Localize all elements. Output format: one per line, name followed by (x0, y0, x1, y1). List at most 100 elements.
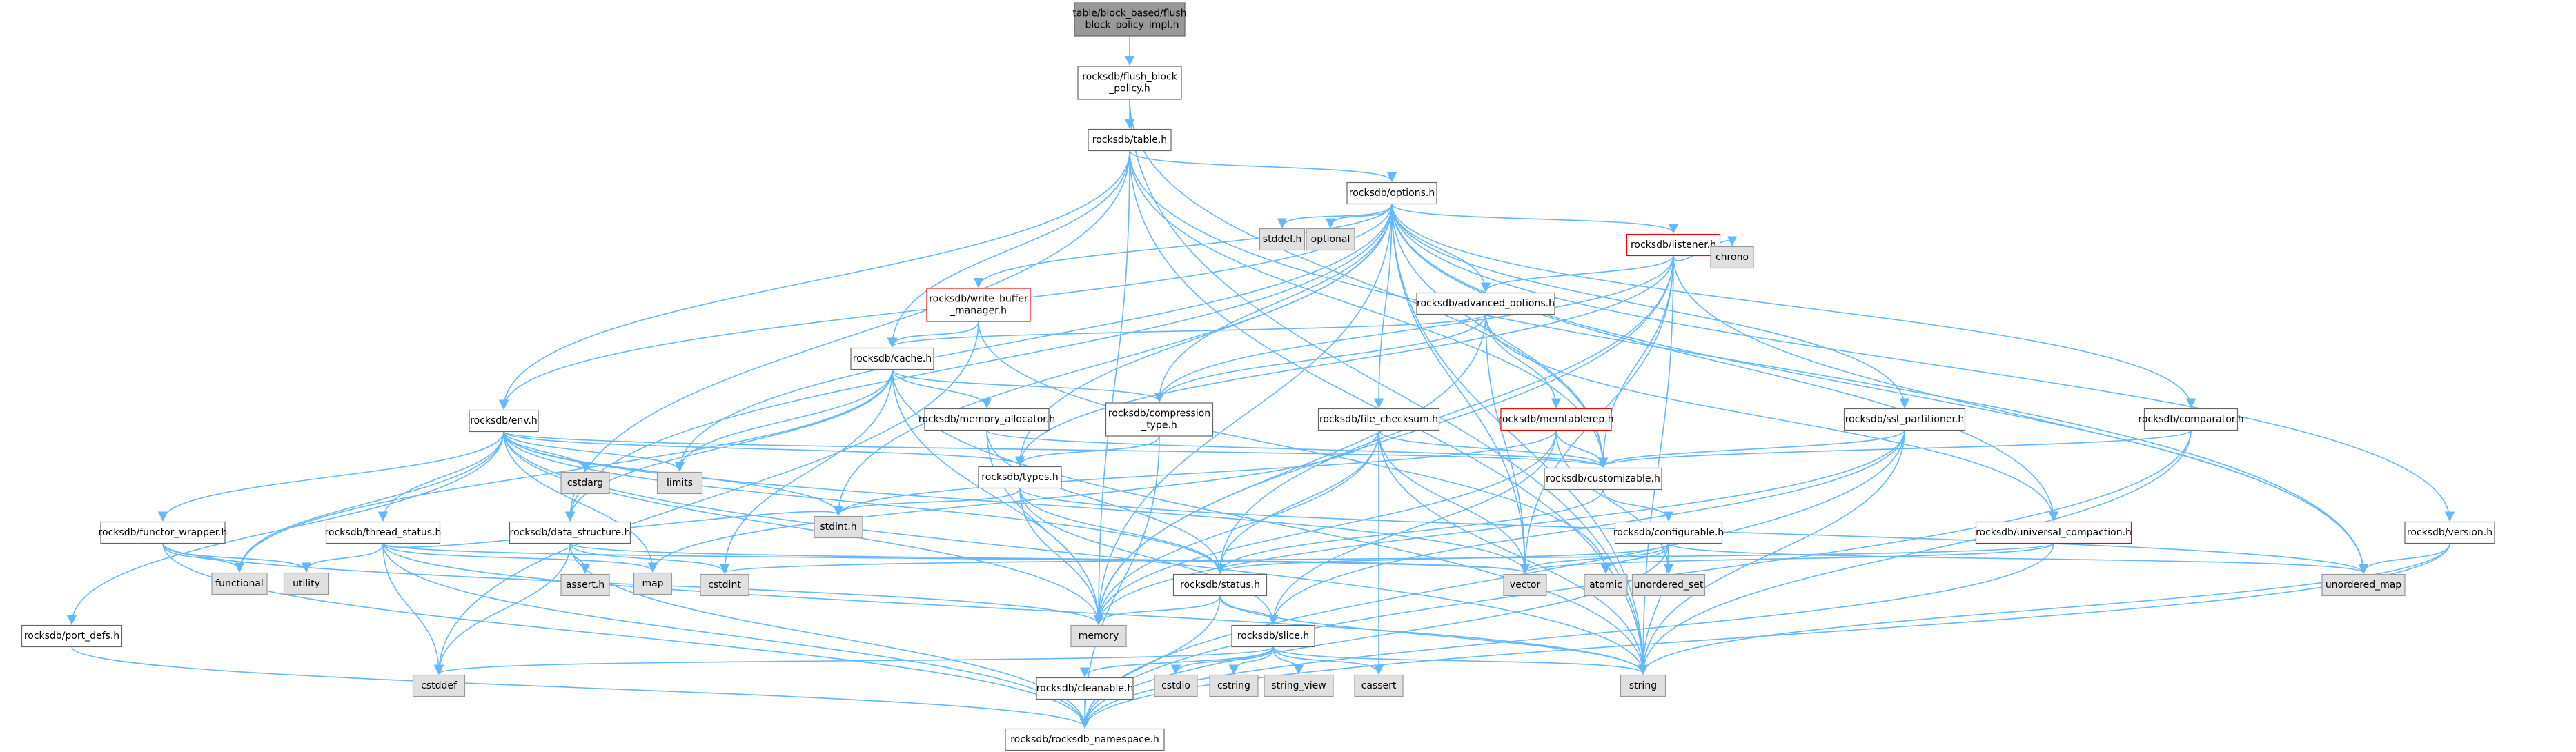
dependency-edge-types-to-slice (1019, 488, 1279, 625)
dependency-edge-memtablerep-to-unordered_set (1555, 430, 1674, 574)
node-label: functional (215, 578, 264, 589)
node-memory-allocator[interactable]: rocksdb/memory_allocator.h (918, 408, 1055, 431)
node-cleanable[interactable]: rocksdb/cleanable.h (1036, 677, 1134, 700)
dependency-edge-data_structure-to-cstddef (433, 543, 571, 675)
dependency-edge-listener-to-memory (1093, 255, 1674, 625)
node-box (1074, 2, 1186, 37)
node-stddef-h: stddef.h (1259, 228, 1306, 251)
node-assert-h: assert.h (560, 573, 610, 597)
node-port-defs[interactable]: rocksdb/port_defs.h (21, 624, 123, 648)
dependency-edge-options-to-compression_type (1154, 204, 1393, 403)
node-cstddef: cstddef (412, 674, 466, 697)
dependency-edge-listener-to-advanced_options (1480, 255, 1674, 293)
node-write-buffer-manager[interactable]: rocksdb/write_buffer_manager.h (926, 288, 1031, 322)
dependency-edge-sst_partitioner-to-string (1638, 430, 1905, 675)
node-box (1005, 728, 1165, 751)
node-env[interactable]: rocksdb/env.h (469, 409, 539, 433)
node-compression-type[interactable]: rocksdb/compression_type.h (1105, 402, 1214, 437)
dependency-edge-slice-to-cleanable (1079, 646, 1274, 677)
node-customizable[interactable]: rocksdb/customizable.h (1544, 467, 1662, 491)
dependency-edge-write_buffer_manager-to-cstddef (433, 321, 979, 675)
dependency-edge-thread_status-to-map (382, 543, 658, 573)
node-data-structure[interactable]: rocksdb/data_structure.h (509, 521, 631, 544)
node-cstring: cstring (1209, 674, 1259, 697)
node-box (1346, 181, 1437, 205)
node-label: stddef.h (1263, 234, 1301, 245)
node-thread-status[interactable]: rocksdb/thread_status.h (325, 521, 442, 544)
node-listener[interactable]: rocksdb/listener.h (1626, 233, 1721, 257)
node-box (1614, 521, 1723, 544)
node-status[interactable]: rocksdb/status.h (1172, 573, 1268, 597)
dependency-edge-listener-to-types (1014, 255, 1674, 466)
dependency-edge-options-to-listener (1391, 204, 1679, 234)
dependency-edge-env-to-limits (503, 431, 685, 472)
node-label: _policy.h (1108, 83, 1150, 95)
node-sst-partitioner[interactable]: rocksdb/sst_partitioner.h (1843, 408, 1966, 431)
dependency-edge-version-to-string (1638, 543, 2450, 675)
node-label: limits (667, 477, 693, 488)
node-version[interactable]: rocksdb/version.h (2404, 521, 2495, 544)
dependency-edge-env-to-status (503, 431, 1226, 574)
dependency-edge-env-to-types (503, 431, 1025, 466)
node-memory: memory (1070, 624, 1127, 648)
node-label: rocksdb/configurable.h (1613, 527, 1724, 538)
node-label: rocksdb/functor_wrapper.h (99, 527, 228, 538)
dependency-edge-env-to-customizable (503, 431, 1608, 468)
node-slice[interactable]: rocksdb/slice.h (1231, 624, 1315, 648)
node-label: cstdio (1161, 680, 1190, 691)
dependency-edge-advanced_options-to-memtablerep (1485, 314, 1562, 408)
dependency-edge-write_buffer_manager-to-cache (887, 321, 979, 348)
dependency-edge-slice-to-cstddef (434, 646, 1274, 675)
node-label: rocksdb/universal_compaction.h (1976, 527, 2132, 538)
node-advanced-options[interactable]: rocksdb/advanced_options.h (1416, 292, 1555, 315)
edges-layer (66, 36, 2455, 729)
dependency-edge-env-to-map (503, 431, 658, 573)
node-comparator[interactable]: rocksdb/comparator.h (2138, 408, 2244, 431)
node-string: string (1620, 674, 1666, 697)
node-optional: optional (1306, 228, 1355, 251)
node-label: rocksdb/port_defs.h (24, 631, 119, 642)
dependency-edge-table-to-env (498, 150, 1130, 410)
node-rocksdb-namespace[interactable]: rocksdb/rocksdb_namespace.h (1005, 728, 1165, 751)
node-box (560, 471, 610, 495)
node-file-checksum[interactable]: rocksdb/file_checksum.h (1317, 408, 1440, 431)
node-table[interactable]: rocksdb/table.h (1088, 128, 1172, 152)
dependency-edge-port_defs-to-rocksdb_namespace (71, 646, 1090, 729)
node-box (1710, 246, 1754, 269)
node-universal-compaction[interactable]: rocksdb/universal_compaction.h (1975, 521, 2132, 544)
node-label: table/block_based/flush (1072, 8, 1186, 19)
dependency-edge-file_checksum-to-map (647, 430, 1379, 573)
node-label: rocksdb/table.h (1092, 135, 1167, 146)
node-label: _manager.h (950, 306, 1007, 317)
dependency-edge-status-to-rocksdb_namespace (1079, 595, 1221, 729)
dependency-edge-options-to-vector (1391, 204, 1531, 574)
node-box (1231, 624, 1315, 648)
dependency-edge-compression_type-to-types (1014, 435, 1160, 466)
node-box (656, 471, 703, 495)
node-flush-block-policy[interactable]: rocksdb/flush_block_policy.h (1077, 66, 1182, 100)
node-label: rocksdb/listener.h (1631, 239, 1716, 250)
dependency-edge-universal_compaction-to-rocksdb_namespace (1079, 543, 2054, 729)
node-box (2321, 573, 2406, 597)
node-types[interactable]: rocksdb/types.h (978, 466, 1062, 489)
node-box (100, 521, 226, 544)
dependency-edge-options-to-write_buffer_manager (973, 204, 1393, 288)
dependency-edge-cache-to-memory_allocator (892, 369, 992, 408)
node-memtablerep[interactable]: rocksdb/memtablerep.h (1498, 408, 1614, 431)
dependency-edge-table-to-memory (1093, 150, 1130, 625)
dependency-edge-thread_status-to-cstddef (382, 543, 444, 675)
node-configurable[interactable]: rocksdb/configurable.h (1613, 521, 1724, 544)
node-functor-wrapper[interactable]: rocksdb/functor_wrapper.h (99, 521, 228, 544)
node-box (211, 572, 268, 595)
node-label: rocksdb/data_structure.h (510, 527, 631, 538)
dependency-edge-thread_status-to-rocksdb_namespace (382, 543, 1090, 729)
dependency-edge-memtablerep-to-slice (1268, 430, 1557, 625)
node-label: cstddef (421, 680, 458, 691)
dependency-edge-env-to-functional (234, 431, 504, 573)
node-options[interactable]: rocksdb/options.h (1346, 181, 1437, 205)
dependency-edge-functor_wrapper-to-rocksdb_namespace (162, 543, 1090, 729)
node-box (633, 572, 673, 595)
node-label: rocksdb/sst_partitioner.h (1845, 414, 1965, 425)
node-cache[interactable]: rocksdb/cache.h (850, 347, 934, 370)
dependency-edge-version-to-unordered_map (2358, 543, 2450, 574)
